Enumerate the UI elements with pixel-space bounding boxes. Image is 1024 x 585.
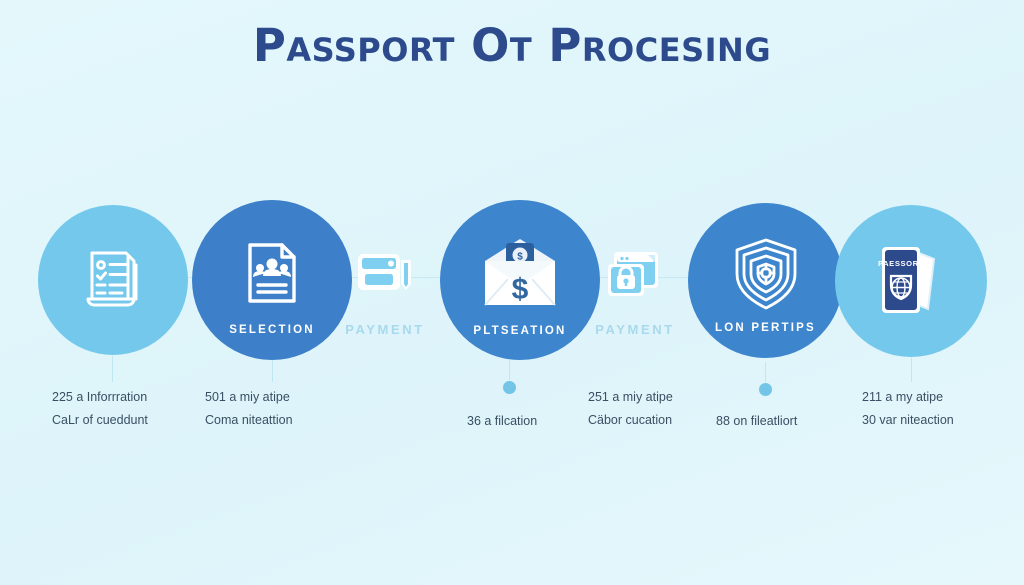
caption-2: 501 a miy atipe Coma niteattion xyxy=(205,386,293,432)
caption-6: 211 a my atipe 30 var niteaction xyxy=(862,386,954,432)
marker-dot-3 xyxy=(503,381,516,394)
marker-dot-4 xyxy=(759,383,772,396)
checklist-document-icon xyxy=(86,251,138,307)
browser-lock-icon xyxy=(608,252,658,296)
step-circle-5[interactable]: PAESSORT xyxy=(835,205,987,357)
step-circle-3[interactable]: $ $ PLTSEATION xyxy=(440,200,600,360)
caption-6-line-2: 30 var niteaction xyxy=(862,413,954,428)
caption-3: 36 a filcation xyxy=(467,410,537,433)
caption-1-line-1: 225 a Inforrration xyxy=(52,390,148,404)
step-label-3: PLTSEATION xyxy=(473,325,567,337)
outside-label-payment-2: PAYMENT xyxy=(595,322,675,337)
tick-2 xyxy=(272,360,273,382)
caption-2-line-2: Coma niteattion xyxy=(205,413,293,428)
caption-4: 251 a miy atipe Cäbor cucation xyxy=(588,386,673,432)
passport-cover-text: PAESSORT xyxy=(878,259,924,268)
document-people-icon xyxy=(248,243,296,303)
tick-1 xyxy=(112,356,113,382)
tick-4 xyxy=(765,362,766,382)
caption-3-line-2: 36 a filcation xyxy=(467,414,538,428)
step-label-4: LON PERTIPS xyxy=(715,322,816,334)
connector-icon-1[interactable] xyxy=(355,248,417,300)
step-label-2: SELECTION xyxy=(229,324,315,336)
fingerprint-shield-icon xyxy=(735,238,796,309)
step-circle-4[interactable]: LON PERTIPS xyxy=(688,203,843,358)
envelope-dollar-icon: $ $ xyxy=(484,239,556,306)
page-title: Passport ot Procesing xyxy=(252,19,772,72)
step-circle-1[interactable] xyxy=(38,205,188,355)
page-title-container: Passport ot Procesing xyxy=(0,19,1024,72)
passport-booklet-icon: PAESSORT xyxy=(878,247,936,313)
caption-5-line-2: 88 on fileatliort xyxy=(716,414,798,428)
tick-5 xyxy=(911,358,912,382)
caption-6-line-1: 211 a my atipe xyxy=(862,390,944,404)
outside-label-payment-1: PAYMENT xyxy=(345,322,425,337)
caption-2-line-1: 501 a miy atipe xyxy=(205,390,290,404)
caption-1: 225 a Inforrration CaLr of cueddunt xyxy=(52,386,148,432)
svg-text:$: $ xyxy=(512,273,529,306)
step-circle-2[interactable]: SELECTION xyxy=(192,200,352,360)
tick-3 xyxy=(509,360,510,380)
card-pen-icon xyxy=(358,254,411,290)
svg-text:$: $ xyxy=(517,252,523,263)
caption-1-line-2: CaLr of cueddunt xyxy=(52,413,148,428)
connector-icon-2[interactable] xyxy=(604,248,666,300)
caption-5: 88 on fileatliort xyxy=(716,410,797,433)
caption-4-line-2: Cäbor cucation xyxy=(588,413,673,428)
caption-4-line-1: 251 a miy atipe xyxy=(588,390,673,404)
